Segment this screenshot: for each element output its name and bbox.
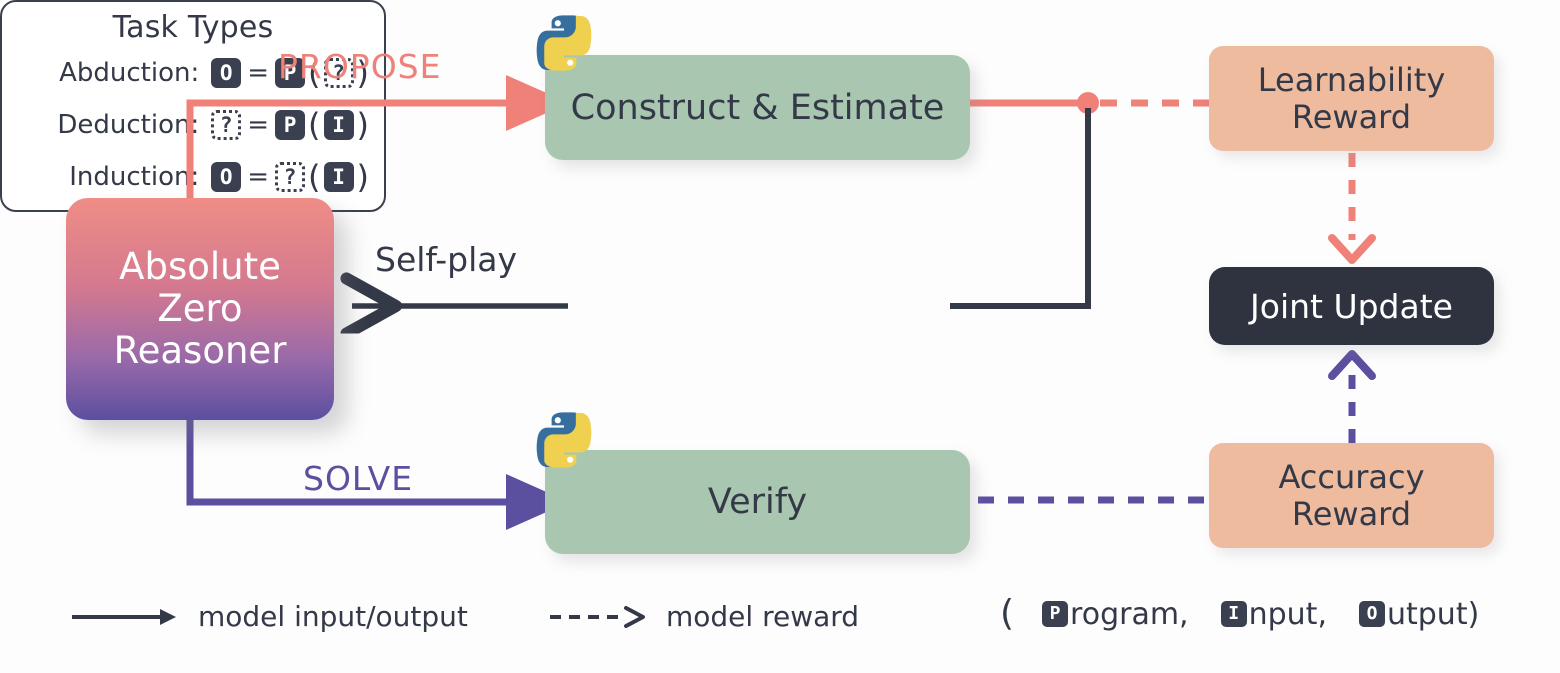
python-logo-icon — [536, 15, 592, 71]
open-paren: ( — [308, 106, 321, 144]
badge-unknown: ? — [323, 58, 354, 88]
legend-label-model-io: model input/output — [198, 600, 468, 633]
close-paren: ) — [356, 106, 369, 144]
node-joint-update[interactable]: Joint Update — [1209, 267, 1494, 345]
legend-item-model-io: model input/output — [70, 600, 468, 633]
edge-label-propose: PROPOSE — [278, 47, 442, 86]
task-type-expression: ? = P ( I ) — [209, 109, 370, 141]
accuracy-line-2: Reward — [1291, 494, 1412, 533]
reasoner-line-1: Absolute — [119, 244, 281, 288]
legend: model input/output model reward ( P rogr… — [0, 592, 1560, 654]
badge-program: P — [1042, 601, 1069, 627]
edge-label-selfplay: Self-play — [375, 240, 518, 279]
reasoner-line-2: Zero — [157, 286, 243, 330]
edge-tasktypes-feed — [950, 108, 1091, 309]
node-verify[interactable]: Verify — [545, 450, 970, 554]
task-type-label: Abduction: — [59, 58, 200, 88]
tuple-open-paren: ( — [1000, 593, 1015, 634]
junction-dot — [1077, 92, 1099, 114]
node-learnability-reward[interactable]: Learnability Reward — [1209, 46, 1494, 151]
task-type-row: Deduction: ? = P ( I ) — [2, 99, 384, 151]
python-logo-icon — [536, 412, 592, 468]
edge-construct-out — [970, 92, 1099, 114]
badge-program: P — [275, 110, 306, 140]
badge-program: P — [275, 58, 306, 88]
task-type-label: Deduction: — [57, 110, 200, 140]
construct-label: Construct & Estimate — [570, 87, 945, 128]
badge-output: O — [1358, 601, 1385, 627]
task-type-label: Induction: — [69, 162, 200, 192]
badge-output: O — [211, 58, 242, 88]
badge-unknown: ? — [275, 162, 306, 192]
joint-update-label: Joint Update — [1250, 286, 1453, 326]
verify-label: Verify — [707, 482, 808, 522]
accuracy-line-1: Accuracy — [1278, 457, 1425, 496]
task-type-expression: O = ? ( I ) — [209, 161, 370, 193]
badge-input: I — [1220, 601, 1247, 627]
node-absolute-zero-reasoner[interactable]: Absolute Zero Reasoner — [66, 198, 334, 420]
edge-learnability-to-joint — [1328, 153, 1376, 264]
edge-label-solve: SOLVE — [303, 459, 414, 498]
legend-item-model-reward: model reward — [548, 600, 859, 633]
panel-task-types: Task Types Abduction: O = P ( ? ) Deduct… — [0, 0, 386, 212]
equals-sign: = — [247, 162, 270, 192]
badge-unknown: ? — [211, 110, 242, 140]
legend-label-model-reward: model reward — [666, 600, 860, 633]
learnability-line-2: Reward — [1291, 97, 1412, 136]
edge-accuracy-to-joint — [1328, 350, 1376, 443]
badge-output: O — [211, 162, 242, 192]
reasoner-line-3: Reasoner — [113, 329, 287, 373]
close-paren: ) — [356, 158, 369, 196]
solid-arrow-icon — [72, 608, 176, 625]
learnability-line-1: Learnability — [1257, 60, 1446, 99]
badge-input: I — [323, 110, 354, 140]
legend-output-rest: utput) — [1386, 596, 1480, 632]
legend-program-rest: rogram, — [1070, 596, 1189, 632]
node-accuracy-reward[interactable]: Accuracy Reward — [1209, 443, 1494, 548]
task-type-row: Induction: O = ? ( I ) — [2, 151, 384, 203]
close-paren: ) — [356, 54, 369, 92]
dashed-arrow-icon — [550, 605, 645, 628]
badge-input: I — [323, 162, 354, 192]
task-types-title: Task Types — [112, 10, 274, 45]
open-paren: ( — [308, 54, 321, 92]
task-type-row: Abduction: O = P ( ? ) — [2, 47, 384, 99]
task-type-expression: O = P ( ? ) — [209, 57, 370, 89]
node-construct-and-estimate[interactable]: Construct & Estimate — [545, 55, 970, 160]
legend-input-rest: nput, — [1248, 596, 1327, 632]
legend-item-tuple: ( P rogram, I nput, O utput) — [1000, 596, 1483, 632]
equals-sign: = — [247, 58, 270, 88]
open-paren: ( — [308, 158, 321, 196]
equals-sign: = — [247, 110, 270, 140]
